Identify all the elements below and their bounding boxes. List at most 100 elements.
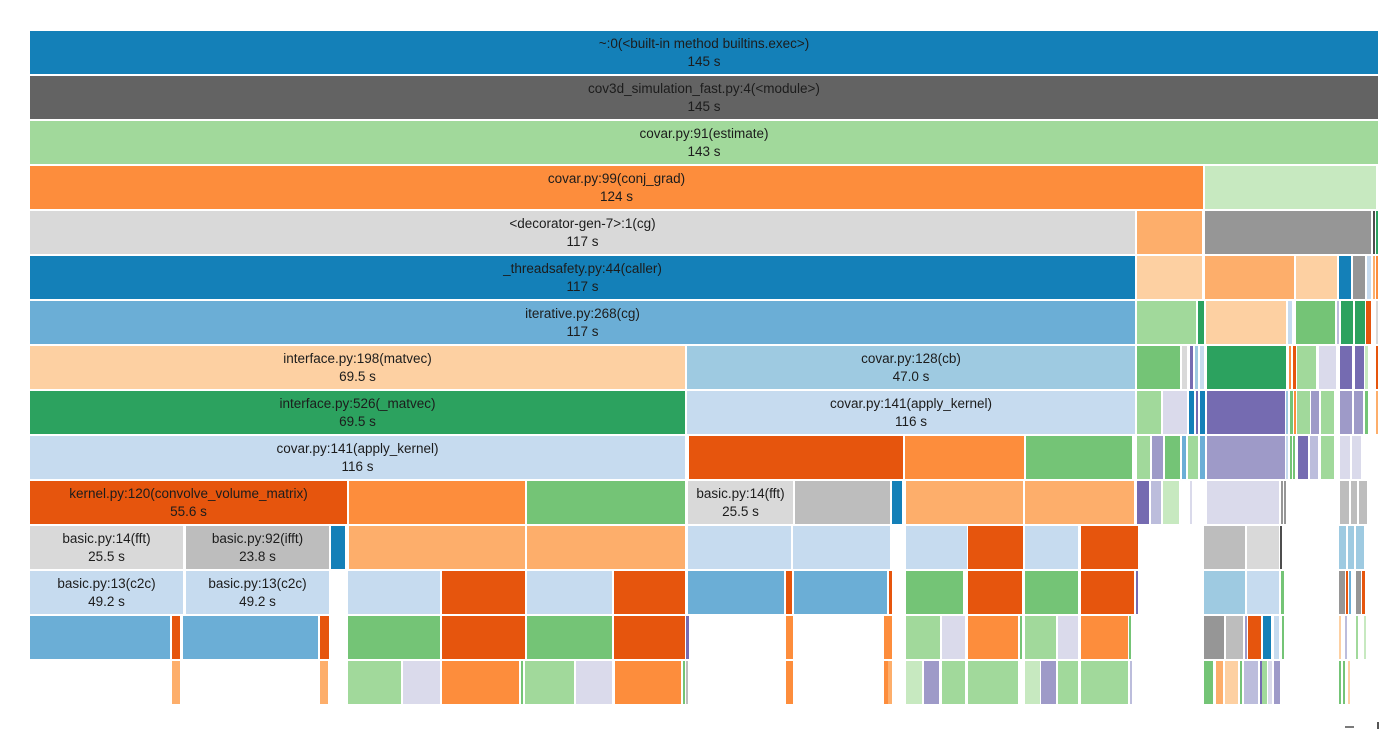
flame-block[interactable] <box>1340 436 1350 479</box>
flame-block[interactable] <box>906 616 940 659</box>
flame-block[interactable] <box>1196 391 1198 434</box>
flame-block[interactable] <box>1321 436 1334 479</box>
flame-block[interactable] <box>1339 526 1346 569</box>
flame-block[interactable] <box>906 526 967 569</box>
flame-block[interactable] <box>1290 436 1292 479</box>
flame-block[interactable] <box>1195 346 1198 389</box>
flame-block[interactable] <box>892 481 902 524</box>
flame-block[interactable] <box>183 616 318 659</box>
flame-block[interactable] <box>1163 391 1187 434</box>
flame-block[interactable] <box>1152 436 1163 479</box>
flame-block[interactable] <box>688 526 791 569</box>
flame-block-basic-py-13-c2c[interactable]: basic.py:13(c2c)49.2 s <box>30 571 183 614</box>
flame-block[interactable] <box>1058 661 1078 704</box>
flame-block[interactable] <box>1348 526 1354 569</box>
flame-block[interactable] <box>793 526 890 569</box>
flame-block[interactable] <box>1207 436 1285 479</box>
flame-block[interactable] <box>1204 616 1224 659</box>
flame-block-covar-py-99-conj-grad[interactable]: covar.py:99(conj_grad)124 s <box>30 166 1203 209</box>
flame-block-basic-py-13-c2c[interactable]: basic.py:13(c2c)49.2 s <box>186 571 329 614</box>
flame-block[interactable] <box>1245 616 1247 659</box>
flame-block[interactable] <box>1367 256 1371 299</box>
flame-block[interactable] <box>1026 436 1132 479</box>
flame-block[interactable] <box>688 571 784 614</box>
flame-block[interactable] <box>968 616 1018 659</box>
flame-block[interactable] <box>1025 526 1078 569</box>
flame-block[interactable] <box>1293 436 1295 479</box>
flame-block[interactable] <box>1200 436 1205 479</box>
flame-block[interactable] <box>1274 661 1280 704</box>
flame-block[interactable] <box>786 616 793 659</box>
flame-block[interactable] <box>1284 481 1286 524</box>
flame-block-covar-py-91-estimate[interactable]: covar.py:91(estimate)143 s <box>30 121 1378 164</box>
flame-block[interactable] <box>686 661 688 704</box>
flame-block[interactable] <box>1198 301 1204 344</box>
flame-block[interactable] <box>1244 661 1258 704</box>
flame-block[interactable] <box>614 571 685 614</box>
flame-block[interactable] <box>1362 571 1365 614</box>
flame-block[interactable] <box>1205 211 1371 254</box>
flame-block[interactable] <box>1025 661 1040 704</box>
flame-block[interactable] <box>1247 571 1279 614</box>
flame-block[interactable] <box>1204 526 1245 569</box>
flame-block[interactable] <box>1282 616 1284 659</box>
flame-block[interactable] <box>1365 346 1368 389</box>
flame-block[interactable] <box>1130 661 1132 704</box>
flame-block[interactable] <box>1281 571 1284 614</box>
flame-block[interactable] <box>172 661 180 704</box>
flame-block[interactable] <box>1311 391 1319 434</box>
flame-block[interactable] <box>1352 436 1361 479</box>
flame-block[interactable] <box>1340 481 1349 524</box>
flame-block[interactable] <box>1020 616 1022 659</box>
flame-block[interactable] <box>348 616 440 659</box>
flame-block[interactable] <box>1353 256 1365 299</box>
flame-block[interactable] <box>1263 616 1271 659</box>
flame-block[interactable] <box>348 661 401 704</box>
flame-block[interactable] <box>689 436 903 479</box>
flame-block[interactable] <box>1025 616 1056 659</box>
flame-block[interactable] <box>1343 661 1345 704</box>
flame-block[interactable] <box>1225 661 1238 704</box>
flame-block[interactable] <box>521 661 523 704</box>
flame-block[interactable] <box>527 571 612 614</box>
flame-block[interactable] <box>1341 301 1353 344</box>
flame-block[interactable] <box>442 571 525 614</box>
flame-block[interactable] <box>1376 301 1378 344</box>
flame-block[interactable] <box>786 661 793 704</box>
flame-block[interactable] <box>1345 616 1347 659</box>
flame-block[interactable] <box>905 436 1024 479</box>
flame-block[interactable] <box>942 616 965 659</box>
flame-block[interactable] <box>1356 571 1361 614</box>
flame-block[interactable] <box>403 661 440 704</box>
flame-block[interactable] <box>1025 481 1134 524</box>
flame-block[interactable] <box>1294 391 1296 434</box>
flame-block[interactable] <box>1204 571 1245 614</box>
flame-block[interactable] <box>1200 346 1204 389</box>
flame-block[interactable] <box>1081 616 1128 659</box>
flame-block[interactable] <box>320 616 329 659</box>
flame-block[interactable] <box>906 481 1023 524</box>
flame-block[interactable] <box>1339 256 1351 299</box>
flame-block[interactable] <box>1137 481 1149 524</box>
flame-block[interactable] <box>1260 661 1262 704</box>
flame-block[interactable] <box>1189 391 1194 434</box>
flame-block[interactable] <box>1205 256 1294 299</box>
flame-block-kernel-py-120-convolve-volume-matrix[interactable]: kernel.py:120(convolve_volume_matrix)55.… <box>30 481 347 524</box>
flame-block[interactable] <box>1025 571 1078 614</box>
flame-block[interactable] <box>1296 301 1335 344</box>
flame-block-interface-py-526-matvec[interactable]: interface.py:526(_matvec)69.5 s <box>30 391 685 434</box>
flame-block-covar-py-128-cb[interactable]: covar.py:128(cb)47.0 s <box>687 346 1135 389</box>
flame-block[interactable] <box>786 571 792 614</box>
flame-block[interactable] <box>1286 436 1288 479</box>
flame-block[interactable] <box>1297 391 1310 434</box>
flame-block[interactable] <box>1290 391 1293 434</box>
flame-block[interactable] <box>172 616 180 659</box>
flame-block[interactable] <box>1310 436 1318 479</box>
flame-block[interactable] <box>576 661 612 704</box>
flame-block[interactable] <box>1376 346 1378 389</box>
flame-block[interactable] <box>1207 481 1279 524</box>
flame-block[interactable] <box>1365 391 1368 434</box>
flame-block[interactable] <box>1340 391 1352 434</box>
flame-block[interactable] <box>527 616 612 659</box>
flame-block[interactable] <box>614 616 685 659</box>
